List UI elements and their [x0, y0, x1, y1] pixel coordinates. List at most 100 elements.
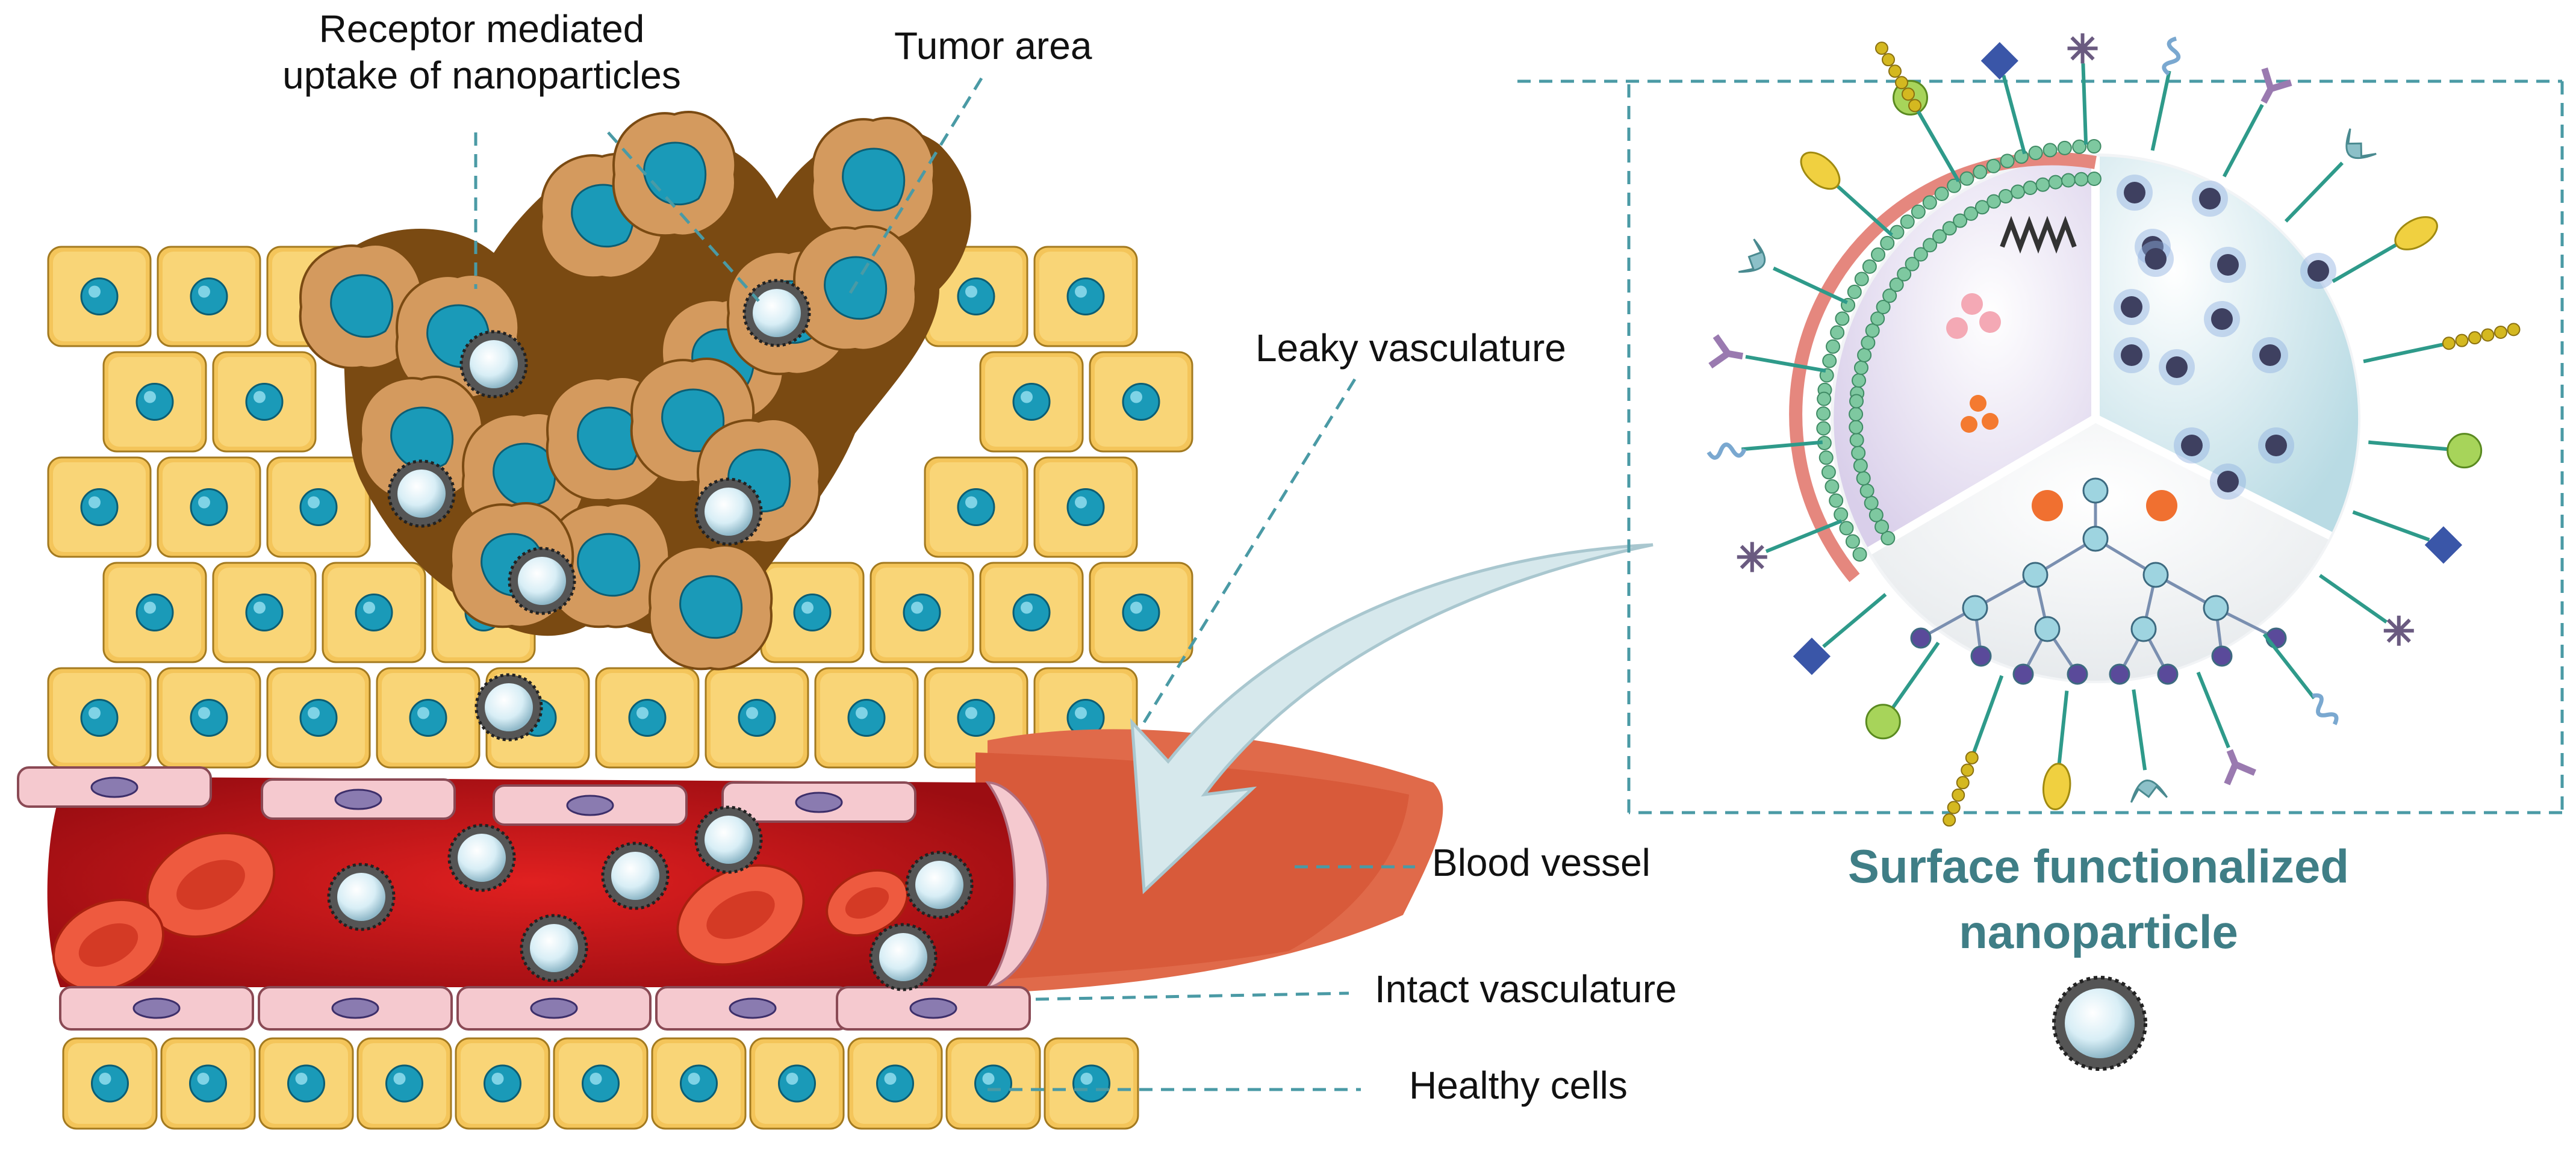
- dendrimer-node: [2067, 663, 2088, 685]
- label-tumor-area: Tumor area: [894, 24, 1092, 67]
- healthy-cell: [157, 246, 261, 347]
- lipid-head: [1897, 267, 1912, 282]
- healthy-cell: [760, 562, 865, 663]
- lipid-head: [1825, 479, 1840, 494]
- dendrimer-node: [1970, 645, 1992, 667]
- dendrimer-node: [2211, 645, 2233, 667]
- leader-lines: [474, 77, 2564, 1091]
- healthy-cell: [160, 1037, 256, 1130]
- vessel-wall-cells: [17, 766, 1031, 1031]
- lipid-head: [1874, 519, 1890, 535]
- lipid-head: [1998, 188, 2013, 203]
- lipid-head: [1834, 507, 1849, 522]
- endothelial-cell: [655, 986, 850, 1031]
- lipid-head: [1959, 171, 1974, 186]
- ligand-chain-bead: [2442, 336, 2456, 350]
- curved-arrow: [1130, 543, 1654, 895]
- nanoparticle: [474, 673, 543, 742]
- lipid-head: [1913, 247, 1928, 262]
- ligand-receptor-fragment: [2130, 779, 2168, 803]
- ligand-aptamer: [1800, 151, 1841, 190]
- blood-vessel: [47, 729, 1443, 993]
- lipid-head: [1857, 347, 1872, 362]
- drug-molecule: [2217, 254, 2239, 276]
- red-blood-cell: [146, 831, 276, 938]
- healthy-cell: [651, 1037, 747, 1130]
- label-blood-vessel: Blood vessel: [1432, 841, 1650, 884]
- nanoparticle-schematic: [1706, 33, 2521, 827]
- ligand-star: [2383, 615, 2414, 646]
- endothelial-cell: [836, 986, 1031, 1031]
- ligand-chain-bead: [2507, 323, 2521, 336]
- dendrimer-node: [2082, 526, 2109, 552]
- drug-molecule: [2145, 248, 2167, 270]
- lipid-head: [1953, 213, 1968, 228]
- lipid-head: [1911, 204, 1926, 219]
- lipid-head: [1851, 445, 1866, 460]
- nanoparticle-title-line1: Surface functionalized: [1847, 840, 2350, 893]
- lipid-head: [1923, 238, 1938, 253]
- nanoparticle-title-line2: nanoparticle: [1959, 905, 2238, 959]
- lipid-head: [2035, 177, 2050, 192]
- lipid-head: [1986, 194, 2002, 209]
- healthy-cell: [945, 1037, 1041, 1130]
- healthy-cell: [455, 1037, 550, 1130]
- lipid-head: [1849, 420, 1864, 435]
- ligand-antibody: [1708, 334, 1743, 369]
- lipid-head: [1922, 195, 1937, 210]
- healthy-cell: [376, 667, 481, 769]
- endothelial-cell: [17, 766, 212, 808]
- ligand-peptide: [2162, 36, 2181, 76]
- healthy-cell: [47, 667, 152, 769]
- dendrimer-node: [2034, 616, 2061, 642]
- nanoparticle: [869, 923, 938, 991]
- healthy-cell: [847, 1037, 943, 1130]
- nanoparticle: [447, 823, 516, 892]
- dendrimer-node: [2012, 663, 2034, 685]
- label-intact-vasculature: Intact vasculature: [1375, 967, 1677, 1011]
- healthy-cell: [157, 456, 261, 558]
- drug-molecule: [2307, 260, 2329, 282]
- healthy-cell: [705, 667, 809, 769]
- healthy-cell: [258, 1037, 354, 1130]
- drug-molecule: [2259, 344, 2281, 366]
- lipid-head: [2011, 184, 2026, 199]
- healthy-cell: [1033, 456, 1138, 558]
- lipid-head: [1822, 353, 1837, 368]
- lipid-head: [1882, 288, 1897, 303]
- tumor-cell: [792, 225, 918, 352]
- lipid-head: [1835, 311, 1850, 326]
- endothelial-cell: [456, 986, 652, 1031]
- nanoparticle: [459, 330, 528, 398]
- lipid-head: [1868, 507, 1884, 522]
- endothelial-cell: [258, 986, 453, 1031]
- ligand-chain-bead: [1888, 64, 1902, 78]
- dendrimer-node: [1910, 627, 1932, 649]
- dendrimer-node: [2109, 663, 2130, 685]
- lipid-head: [1900, 214, 1915, 229]
- healthy-cell: [212, 351, 317, 453]
- endothelial-cell: [261, 778, 456, 820]
- healthy-cell: [979, 562, 1084, 663]
- healthy-cell: [979, 351, 1084, 453]
- healthy-cell: [924, 456, 1028, 558]
- drug-molecule: [2181, 435, 2203, 456]
- label-healthy-cells: Healthy cells: [1409, 1064, 1628, 1107]
- label-leaky-vasculature: Leaky vasculature: [1255, 326, 1566, 370]
- ligand-receptor-fragment: [2345, 128, 2377, 160]
- lipid-head: [1986, 158, 2001, 173]
- lipid-head: [1974, 200, 1990, 215]
- lipid-head: [1942, 221, 1957, 236]
- lipid-head: [2048, 175, 2063, 190]
- lipid-head: [1881, 531, 1896, 545]
- nanoparticle-title: Surface functionalized nanoparticle: [1782, 834, 2415, 965]
- tumor-cell: [546, 502, 671, 628]
- healthy-cell: [1089, 562, 1193, 663]
- healthy-cell: [814, 667, 919, 769]
- healthy-cell: [1044, 1037, 1139, 1130]
- drug-molecule: [2121, 344, 2142, 366]
- lipid-head: [1849, 433, 1864, 448]
- ligand-chain-bead: [1956, 776, 1970, 790]
- lipid-head: [1862, 259, 1877, 274]
- healthy-cell: [266, 456, 371, 558]
